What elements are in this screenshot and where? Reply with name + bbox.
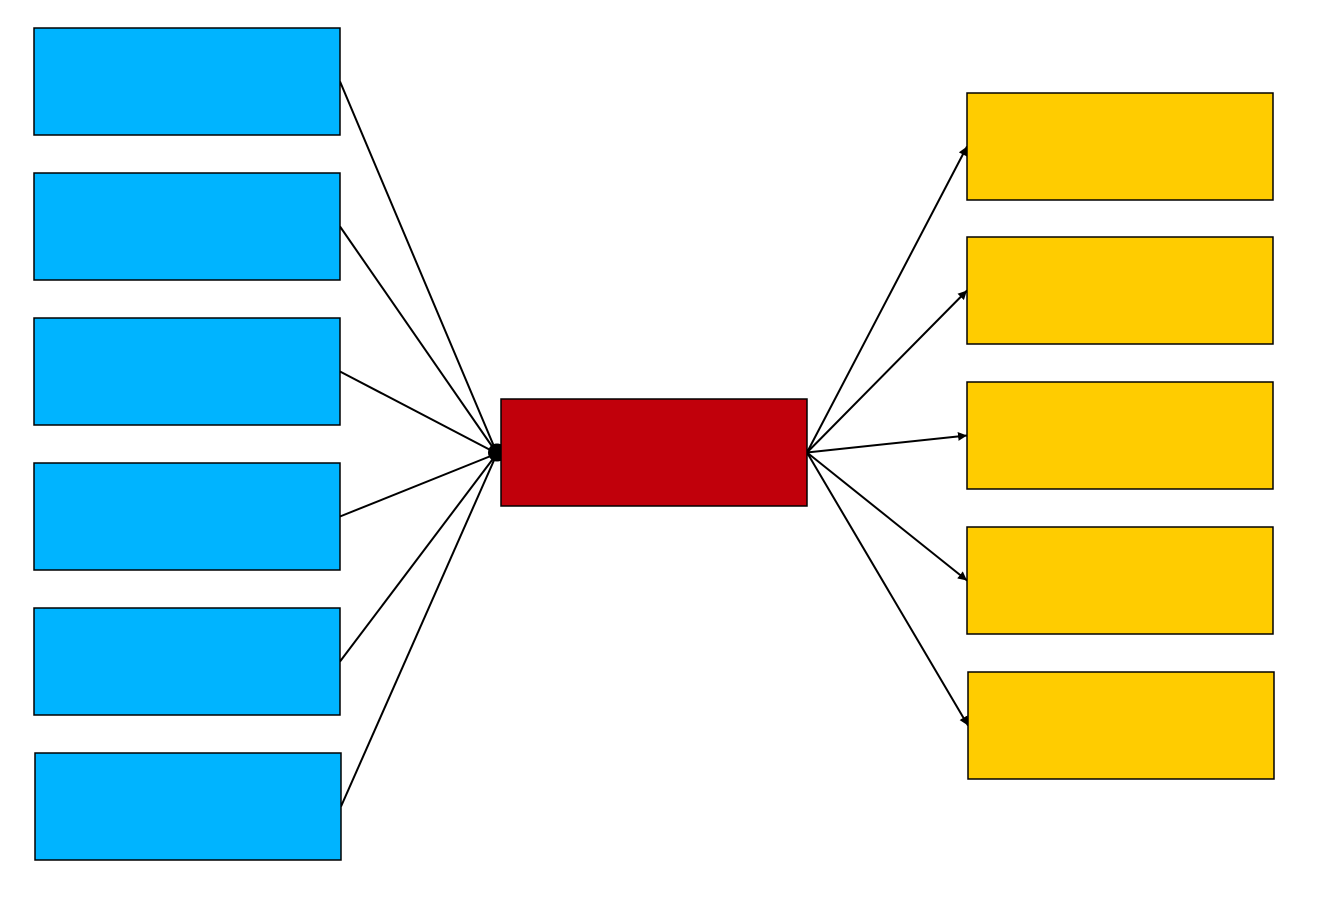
input-box-3-shape	[33, 317, 341, 426]
output-box-5	[967, 671, 1275, 780]
output-box-1-shape	[966, 92, 1274, 201]
input-edge-5	[339, 452, 498, 663]
input-box-5-shape	[33, 607, 341, 716]
input-box-2-shape	[33, 172, 341, 281]
output-arrow-3	[806, 431, 968, 454]
input-edge-2	[339, 225, 498, 455]
center-box	[500, 398, 808, 507]
output-arrow-4	[806, 451, 968, 582]
output-box-5-shape	[967, 671, 1275, 780]
input-box-1	[33, 27, 341, 136]
input-edge-6	[340, 453, 498, 807]
output-box-2	[966, 236, 1274, 345]
output-box-1	[966, 92, 1274, 201]
input-box-2	[33, 172, 341, 281]
output-arrow-5	[806, 451, 969, 727]
input-box-4-shape	[33, 462, 341, 571]
output-box-4-shape	[966, 526, 1274, 635]
output-arrow-2	[806, 289, 968, 454]
output-box-3	[966, 381, 1274, 490]
output-arrow-1	[806, 146, 968, 453]
output-box-4	[966, 526, 1274, 635]
output-box-3-shape	[966, 381, 1274, 490]
input-edge-3	[339, 370, 498, 455]
input-box-6	[34, 752, 342, 861]
input-box-3	[33, 317, 341, 426]
input-box-6-shape	[34, 752, 342, 861]
input-edge-1	[339, 81, 498, 454]
input-box-1-shape	[33, 27, 341, 136]
input-box-5	[33, 607, 341, 716]
input-box-4	[33, 462, 341, 571]
output-box-2-shape	[966, 236, 1274, 345]
center-box-shape	[500, 398, 808, 507]
input-edge-4	[339, 452, 498, 518]
